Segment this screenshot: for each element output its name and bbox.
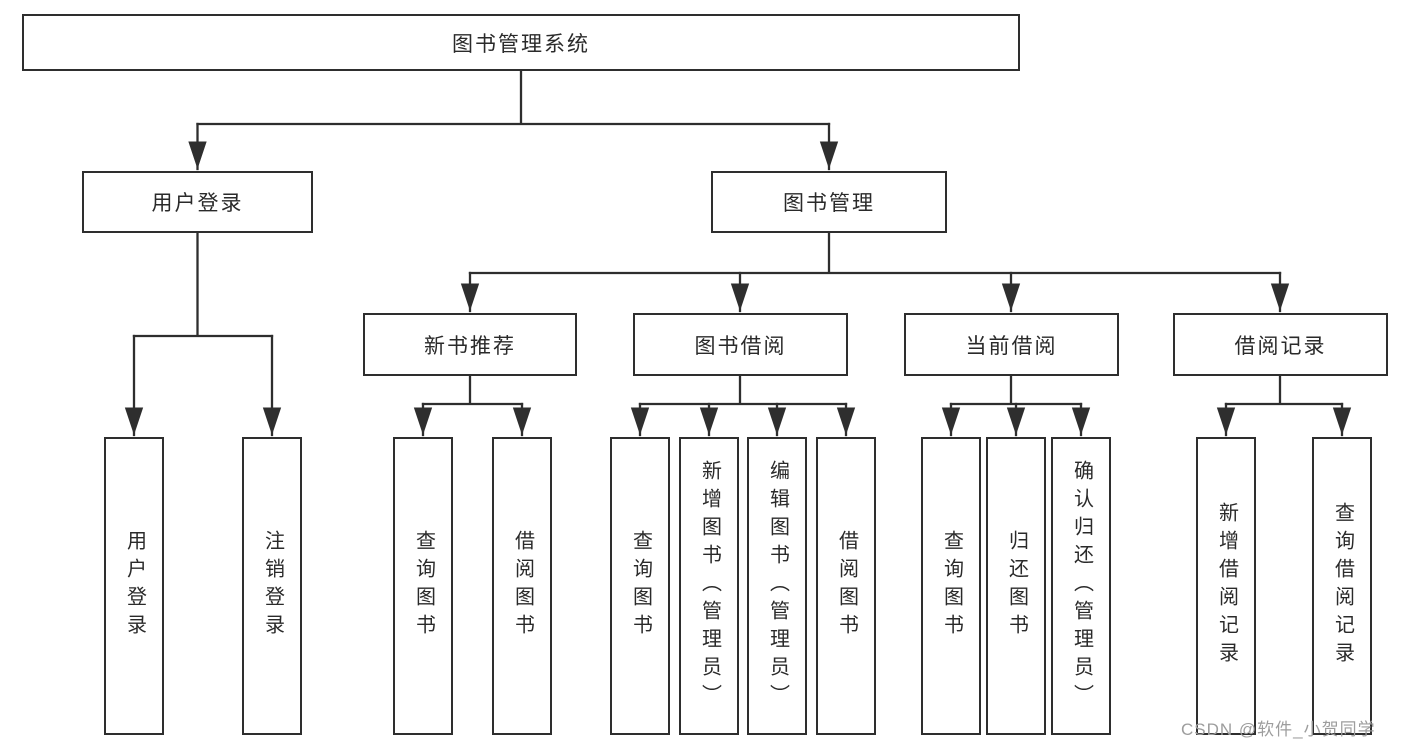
connector-new-book-children <box>421 374 524 406</box>
watermark-text: CSDN @软件_小贺同学 <box>1181 720 1376 739</box>
leaf-confirm-return-admin-label: 确认归还（管理员） <box>1070 460 1093 712</box>
node-library-system: 图书管理系统 <box>22 14 1020 71</box>
leaf-query-book-recommend-label: 查询图书 <box>412 530 435 642</box>
node-book-borrow: 图书借阅 <box>633 313 848 376</box>
node-library-system-label: 图书管理系统 <box>452 32 590 56</box>
leaf-query-borrow-record: 查询借阅记录 <box>1312 437 1372 735</box>
node-user-login: 用户登录 <box>82 171 313 233</box>
node-new-book-recommend-label: 新书推荐 <box>424 334 516 358</box>
node-book-management: 图书管理 <box>711 171 947 233</box>
leaf-return-book: 归还图书 <box>986 437 1046 735</box>
leaf-edit-book-admin: 编辑图书（管理员） <box>747 437 807 735</box>
leaf-query-book-current: 查询图书 <box>921 437 981 735</box>
node-new-book-recommend: 新书推荐 <box>363 313 577 376</box>
node-current-borrow-label: 当前借阅 <box>965 334 1058 358</box>
connector-current-borrow-children <box>949 374 1083 406</box>
leaf-borrow-book-recommend: 借阅图书 <box>492 437 552 735</box>
node-current-borrow: 当前借阅 <box>904 313 1119 376</box>
connector-borrow-record-children <box>1224 374 1344 406</box>
leaf-query-book-borrow: 查询图书 <box>610 437 670 735</box>
leaf-borrow-book-label: 借阅图书 <box>835 530 858 642</box>
leaf-return-book-label: 归还图书 <box>1005 530 1028 642</box>
leaf-add-borrow-record: 新增借阅记录 <box>1196 437 1256 735</box>
connector-book-management-children <box>468 231 1282 275</box>
leaf-query-book-borrow-label: 查询图书 <box>629 530 652 642</box>
node-borrow-record-label: 借阅记录 <box>1234 334 1327 358</box>
leaf-add-book-admin: 新增图书（管理员） <box>679 437 739 735</box>
node-user-login-label: 用户登录 <box>151 192 244 215</box>
leaf-borrow-book-recommend-label: 借阅图书 <box>511 530 534 642</box>
leaf-logout-label: 注销登录 <box>261 530 284 642</box>
connector-root-to-level2 <box>196 69 831 126</box>
leaf-logout: 注销登录 <box>242 437 302 735</box>
leaf-user-login: 用户登录 <box>104 437 164 735</box>
leaf-user-login-label: 用户登录 <box>123 530 146 642</box>
leaf-query-book-recommend: 查询图书 <box>393 437 453 735</box>
leaf-query-borrow-record-label: 查询借阅记录 <box>1331 502 1354 670</box>
leaf-borrow-book: 借阅图书 <box>816 437 876 735</box>
node-book-management-label: 图书管理 <box>783 192 875 215</box>
leaf-edit-book-admin-label: 编辑图书（管理员） <box>766 460 789 712</box>
node-book-borrow-label: 图书借阅 <box>694 334 787 358</box>
leaf-add-book-admin-label: 新增图书（管理员） <box>698 460 721 712</box>
connector-book-borrow-children <box>638 374 848 406</box>
leaf-add-borrow-record-label: 新增借阅记录 <box>1215 502 1238 670</box>
leaf-query-book-current-label: 查询图书 <box>940 530 963 642</box>
connector-user-login-children <box>132 231 274 338</box>
node-borrow-record: 借阅记录 <box>1173 313 1388 376</box>
leaf-confirm-return-admin: 确认归还（管理员） <box>1051 437 1111 735</box>
